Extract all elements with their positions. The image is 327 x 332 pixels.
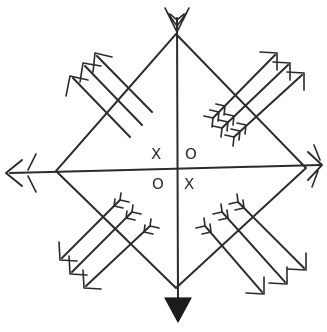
vertical-axis xyxy=(165,8,191,322)
arrow-icon xyxy=(204,52,277,127)
arrow-icon xyxy=(213,62,290,137)
arrow-icon xyxy=(66,76,130,137)
lower-left-arrows xyxy=(59,193,159,289)
arrow-icon xyxy=(196,218,264,294)
arrow-icon xyxy=(225,72,304,146)
arrow-icon xyxy=(83,219,159,289)
upper-right-arrows xyxy=(204,52,304,146)
mark-top-right: O xyxy=(185,145,197,163)
mark-bottom-left: O xyxy=(152,175,164,193)
bottom-arrowhead-icon xyxy=(165,298,191,322)
upper-left-arrows xyxy=(66,53,152,137)
mark-top-left: X xyxy=(151,145,161,163)
mark-bottom-right: X xyxy=(184,175,194,193)
lower-right-arrows xyxy=(196,194,306,294)
horizontal-axis xyxy=(6,145,322,192)
